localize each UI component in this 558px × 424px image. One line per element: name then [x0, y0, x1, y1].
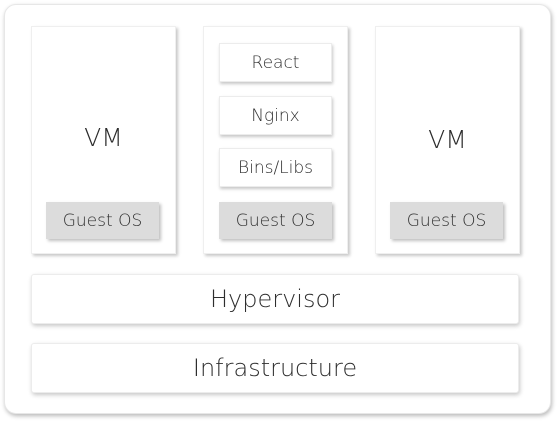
vm-title-left: VM [84, 123, 123, 152]
guest-os-left: Guest OS [46, 202, 159, 239]
vm-panel-right: VM Guest OS [375, 26, 520, 254]
vm-panel-left: VM Guest OS [31, 26, 176, 254]
container-panel-middle: React Nginx Bins/Libs Guest OS [203, 26, 348, 254]
layer-bins-libs: Bins/Libs [219, 148, 332, 187]
guest-os-right: Guest OS [390, 202, 503, 239]
layer-react: React [219, 43, 332, 82]
layer-nginx: Nginx [219, 96, 332, 135]
hypervisor-band: Hypervisor [31, 274, 519, 324]
vm-title-right: VM [428, 125, 467, 154]
infrastructure-band: Infrastructure [31, 343, 519, 393]
guest-os-middle: Guest OS [219, 202, 332, 239]
